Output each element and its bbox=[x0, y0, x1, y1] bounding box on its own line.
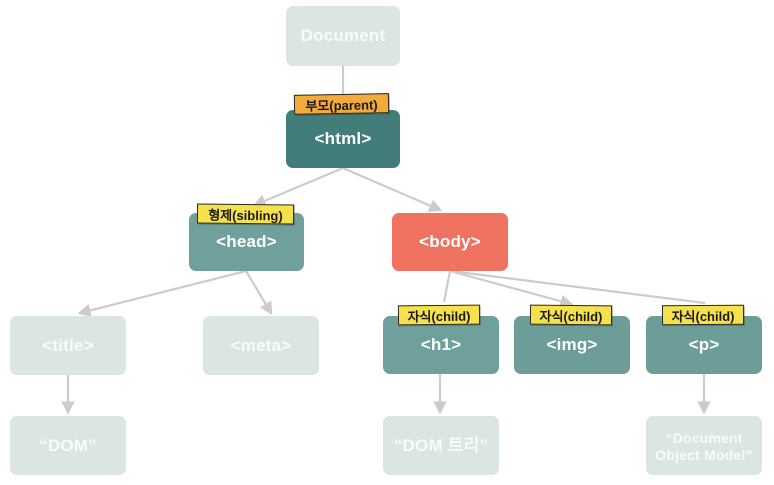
node-img: <img> bbox=[514, 316, 630, 374]
edge-html-head bbox=[252, 166, 344, 207]
edge-html-body bbox=[342, 166, 443, 212]
edge-head-meta bbox=[245, 270, 273, 316]
tag-child-img: 자식(child) bbox=[529, 304, 613, 326]
edge-head-title bbox=[77, 269, 247, 317]
node-title: <title> bbox=[10, 316, 126, 375]
edge-body-p bbox=[449, 269, 706, 305]
tag-child-h1: 자식(child) bbox=[397, 304, 481, 326]
node-p: <p> bbox=[646, 316, 762, 374]
node-h1: <h1> bbox=[383, 316, 499, 374]
node-html: <html> bbox=[286, 110, 400, 168]
node-text-dom: “DOM” bbox=[10, 416, 126, 475]
edge-body-h1 bbox=[442, 270, 452, 303]
tag-sibling: 형제(sibling) bbox=[196, 203, 295, 225]
edge-body-img bbox=[449, 269, 574, 308]
node-text-dom-tree: “DOM 트리” bbox=[383, 416, 499, 475]
node-text-document-object-model: “Document Object Model” bbox=[646, 416, 762, 475]
node-document: Document bbox=[286, 6, 400, 66]
tag-child-p: 자식(child) bbox=[661, 304, 745, 326]
node-body: <body> bbox=[392, 213, 508, 271]
tag-parent: 부모(parent) bbox=[293, 93, 390, 115]
node-meta: <meta> bbox=[203, 316, 319, 375]
